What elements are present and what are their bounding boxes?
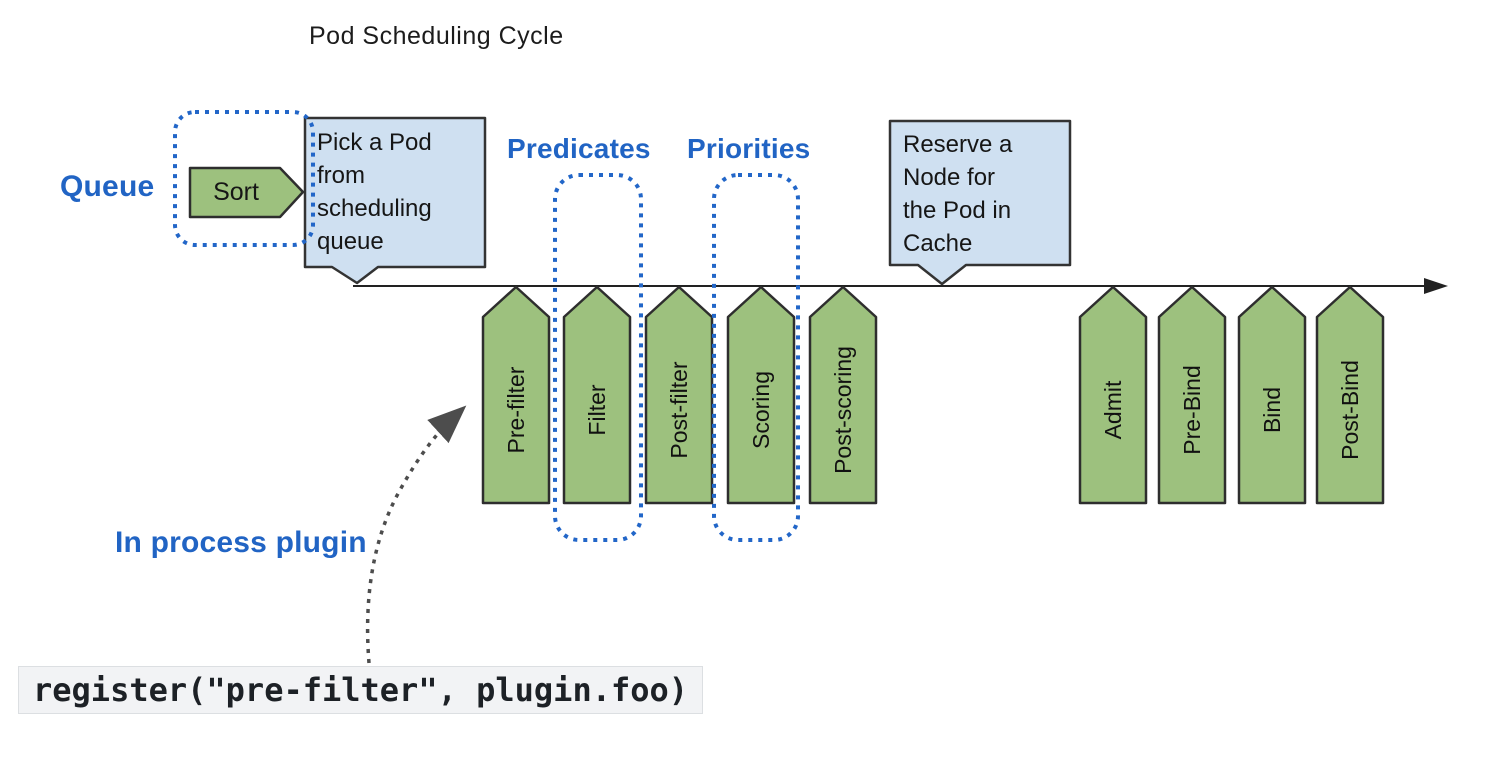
sort-stage-label: Sort bbox=[213, 178, 259, 206]
stage-label-scoring: Scoring bbox=[748, 371, 774, 449]
stage-shape-post-scoring bbox=[808, 285, 878, 505]
stage-shape-scoring bbox=[726, 285, 796, 505]
stage-shape-pre-bind bbox=[1157, 285, 1227, 505]
pick-pod-line-2: from bbox=[317, 162, 365, 189]
stage-label-post-filter: Post-filter bbox=[666, 361, 692, 459]
stage-shape-post-filter bbox=[644, 285, 714, 505]
priorities-group-outline bbox=[712, 173, 800, 542]
stage-shape-pre-filter bbox=[481, 285, 551, 505]
stage-label-pre-filter: Pre-filter bbox=[503, 366, 529, 454]
diagram-title: Pod Scheduling Cycle bbox=[309, 22, 564, 50]
pick-pod-line-4: queue bbox=[317, 228, 384, 255]
reserve-node-callout-text: Reserve a Node for the Pod in Cache bbox=[903, 128, 1012, 260]
reserve-line-3: the Pod in bbox=[903, 197, 1012, 224]
stage-shape-filter bbox=[562, 285, 632, 505]
queue-group-label: Queue bbox=[60, 170, 155, 203]
stage-shape-admit bbox=[1078, 285, 1148, 505]
register-code-snippet: register("pre-filter", plugin.foo) bbox=[18, 666, 704, 714]
stage-label-pre-bind: Pre-Bind bbox=[1179, 365, 1205, 455]
reserve-line-1: Reserve a bbox=[903, 131, 1013, 158]
reserve-line-4: Cache bbox=[903, 230, 973, 257]
pick-pod-callout-text: Pick a Pod from scheduling queue bbox=[317, 126, 432, 258]
in-process-plugin-label: In process plugin bbox=[115, 526, 367, 559]
reserve-node-callout-bubble bbox=[888, 119, 1072, 286]
predicates-group-outline bbox=[553, 173, 643, 542]
sort-stage-shape bbox=[188, 166, 305, 219]
reserve-line-2: Node for bbox=[903, 164, 996, 191]
stage-label-post-scoring: Post-scoring bbox=[830, 346, 856, 474]
stage-label-admit: Admit bbox=[1100, 380, 1126, 440]
stage-label-filter: Filter bbox=[584, 384, 610, 436]
pick-pod-callout-bubble bbox=[303, 116, 487, 285]
pick-pod-line-1: Pick a Pod bbox=[317, 129, 432, 156]
stage-shape-bind bbox=[1237, 285, 1307, 505]
in-process-pointer-arrow bbox=[365, 405, 467, 664]
priorities-group-label: Priorities bbox=[687, 133, 811, 164]
pick-pod-line-3: scheduling bbox=[317, 195, 432, 222]
stage-label-bind: Bind bbox=[1259, 386, 1285, 434]
stage-label-post-bind: Post-Bind bbox=[1337, 360, 1363, 460]
predicates-group-label: Predicates bbox=[507, 133, 651, 164]
queue-group-outline bbox=[173, 110, 315, 247]
stage-shape-post-bind bbox=[1315, 285, 1385, 505]
